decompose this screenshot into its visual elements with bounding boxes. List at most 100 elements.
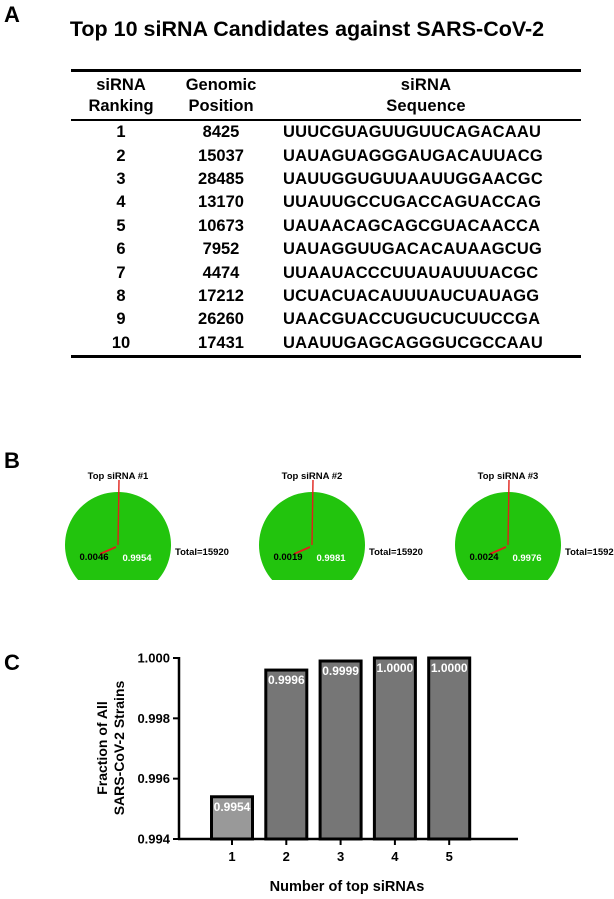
y-tick-label: 0.994 xyxy=(137,832,170,847)
pie-major-label: 0.9981 xyxy=(316,553,346,564)
cell-rank: 6 xyxy=(116,240,126,259)
cell-rank: 5 xyxy=(116,216,126,235)
pie-title: Top siRNA #3 xyxy=(478,471,539,482)
cell-rank: 1 xyxy=(116,123,126,142)
cell-sequence: UAUUGGUGUUAAUUGGAACGC xyxy=(283,169,543,188)
header-sequence: siRNA Sequence xyxy=(271,71,581,121)
cell-position: 7952 xyxy=(202,240,240,259)
cell-rank: 9 xyxy=(116,310,126,329)
pie-chart-3: Top siRNA #3 0.0024 0.9976 Total=15920 xyxy=(455,471,614,580)
pie-leader-minor xyxy=(489,546,507,555)
cell-sequence: UAUAGUAGGGAUGACAUUACG xyxy=(283,146,543,165)
table-title: Top 10 siRNA Candidates against SARS-CoV… xyxy=(69,17,545,41)
y-tick-label: 0.996 xyxy=(137,771,170,786)
pie-leader-minor xyxy=(293,546,311,555)
table-body: 1 8425 UUUCGUAGUUGUUCAGACAAU 2 15037 UAUAGUAG… xyxy=(71,120,581,357)
table-row: 10 17431 UAAUUGAGCAGGGUCGCCAAU xyxy=(71,332,581,357)
cell-sequence: UCUACUACAUUUAUCUAUAGG xyxy=(283,286,540,305)
cell-rank: 3 xyxy=(116,169,126,188)
header-sequence-line2: Sequence xyxy=(386,97,466,115)
table-row: 7 4474 UUAAUACCCUUAUAUUUACGC xyxy=(71,261,581,284)
cell-rank: 10 xyxy=(111,333,131,352)
pie-leader-minor xyxy=(99,546,117,555)
x-axis-label: Number of top siRNAs xyxy=(270,879,425,895)
x-tick-label: 4 xyxy=(391,849,399,864)
cell-rank: 2 xyxy=(116,146,126,165)
cell-sequence: UUUCGUAGUUGUUCAGACAAU xyxy=(283,123,542,142)
header-position-line2: Position xyxy=(188,97,254,115)
bar-value-label: 1.0000 xyxy=(377,661,414,675)
bar-value-label: 0.9999 xyxy=(322,664,359,678)
header-position: Genomic Position xyxy=(171,71,271,121)
cell-position: 4474 xyxy=(202,263,240,282)
cell-position: 13170 xyxy=(198,193,244,212)
panel-b-label: B xyxy=(4,448,20,473)
x-tick-label: 3 xyxy=(337,849,344,864)
y-axis-label-line1: Fraction of All xyxy=(94,701,110,795)
header-ranking-line1: siRNA xyxy=(96,76,146,94)
pie-chart-2: Top siRNA #2 0.0019 0.9981 Total=15920 xyxy=(259,471,423,580)
cell-sequence: UAAUUGAGCAGGGUCGCCAAU xyxy=(283,333,543,352)
table-row: 3 28485 UAUUGGUGUUAAUUGGAACGC xyxy=(71,168,581,191)
table-row: 1 8425 UUUCGUAGUUGUUCAGACAAU xyxy=(71,120,581,144)
bar-value-label: 1.0000 xyxy=(431,661,468,675)
cell-position: 17431 xyxy=(198,333,244,352)
pie-minor-label: 0.0024 xyxy=(469,552,499,563)
cell-position: 10673 xyxy=(198,216,244,235)
pie-minor-label: 0.0019 xyxy=(273,552,302,563)
table-row: 2 15037 UAUAGUAGGGAUGACAUUACG xyxy=(71,144,581,167)
pie-leader-top xyxy=(117,479,120,546)
x-tick-label: 1 xyxy=(228,849,235,864)
bar-value-label: 0.9954 xyxy=(214,800,251,814)
bar-3 xyxy=(318,659,363,841)
pie-total-label: Total=15920 xyxy=(175,547,229,558)
cell-sequence: UAACGUACCUGUCUCUUCCGA xyxy=(283,310,541,329)
table-row: 8 17212 UCUACUACAUUUAUCUAUAGG xyxy=(71,285,581,308)
header-position-line1: Genomic xyxy=(185,76,257,94)
table-row: 9 26260 UAACGUACCUGUCUCUUCCGA xyxy=(71,308,581,331)
y-tick-label: 0.998 xyxy=(137,711,170,726)
bar-value-label: 0.9996 xyxy=(268,673,305,687)
cell-rank: 4 xyxy=(116,193,126,212)
pie-title: Top siRNA #2 xyxy=(282,471,343,482)
x-tick-label: 5 xyxy=(446,849,453,864)
pie-leader-top xyxy=(507,479,510,546)
cell-position: 15037 xyxy=(198,146,244,165)
header-sequence-line1: siRNA xyxy=(400,76,452,94)
header-ranking: siRNA Ranking xyxy=(71,71,171,121)
pie-chart-1: Top siRNA #1 0.0046 0.9954 Total=15920 xyxy=(65,471,229,580)
cell-sequence: UAUAGGUUGACACAUAAGCUG xyxy=(283,240,543,259)
cell-sequence: UUAUUGCCUGACCAGUACCAG xyxy=(283,193,542,212)
header-ranking-line2: Ranking xyxy=(88,97,154,115)
bar-4 xyxy=(372,656,417,841)
panel-a-label: A xyxy=(4,2,20,27)
pie-major-label: 0.9976 xyxy=(512,553,541,564)
cell-position: 26260 xyxy=(198,310,244,329)
cell-sequence: UAUAACAGCAGCGUACAACCA xyxy=(283,216,541,235)
cell-sequence: UUAAUACCCUUAUAUUUACGC xyxy=(283,263,539,282)
bar-5 xyxy=(427,656,472,841)
cell-position: 17212 xyxy=(198,286,244,305)
pie-total-label: Total=15920 xyxy=(565,547,614,558)
pie-total-label: Total=15920 xyxy=(369,547,423,558)
panel-c-label: C xyxy=(4,650,20,675)
table-row: 4 13170 UUAUUGCCUGACCAGUACCAG xyxy=(71,191,581,214)
pie-leader-top xyxy=(311,479,314,546)
bar-chart: 0.9954 1 0.9996 2 0.9999 3 1.0000 4 1.0000 5 0.994… xyxy=(94,651,518,895)
cell-rank: 7 xyxy=(116,263,126,282)
bar-2 xyxy=(264,668,309,841)
pie-major-label: 0.9954 xyxy=(122,553,152,564)
pie-title: Top siRNA #1 xyxy=(88,471,149,482)
table-row: 5 10673 UAUAACAGCAGCGUACAACCA xyxy=(71,215,581,238)
cell-position: 28485 xyxy=(198,169,244,188)
y-axis-label-line2: SARS-CoV-2 Strains xyxy=(111,680,127,815)
cell-rank: 8 xyxy=(116,286,126,305)
table-row: 6 7952 UAUAGGUUGACACAUAAGCUG xyxy=(71,238,581,261)
x-tick-label: 2 xyxy=(283,849,290,864)
sirna-table: siRNA Ranking Genomic Position siRNA Seq… xyxy=(71,69,581,358)
table-header-row: siRNA Ranking Genomic Position siRNA Seq… xyxy=(71,70,581,121)
pie-minor-label: 0.0046 xyxy=(79,552,108,563)
cell-position: 8425 xyxy=(202,123,240,142)
y-tick-label: 1.000 xyxy=(137,651,170,666)
